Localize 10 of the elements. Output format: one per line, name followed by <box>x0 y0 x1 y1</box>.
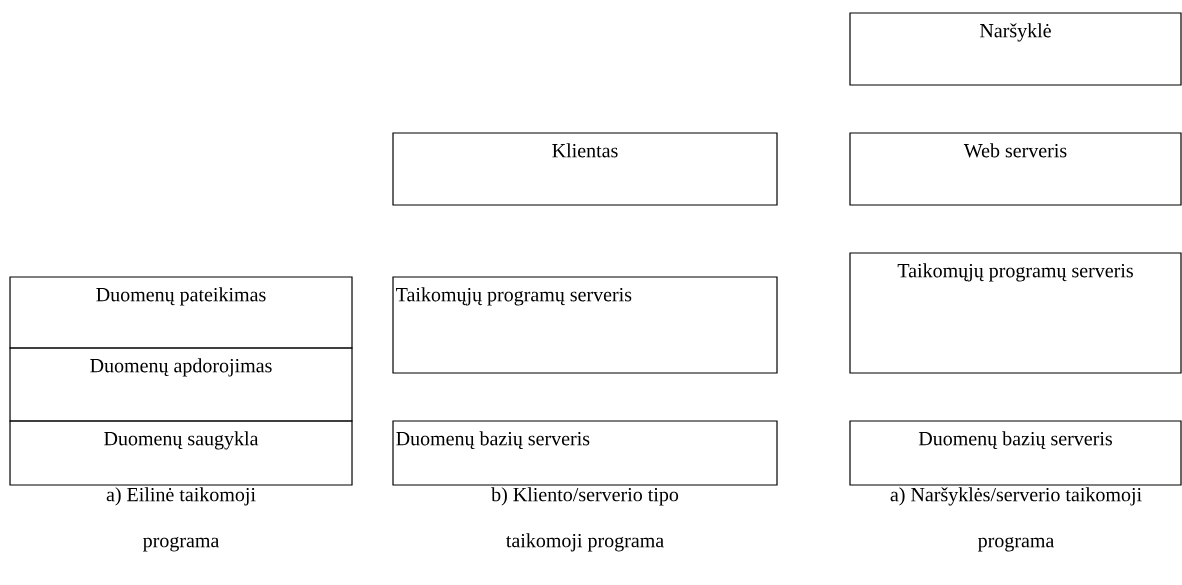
layer-box: Klientas <box>392 132 778 206</box>
layer-box: Duomenų bazių serveris <box>392 420 778 486</box>
layer-box: Duomenų pateikimas <box>9 276 353 349</box>
layer-box: Naršyklė <box>849 12 1182 86</box>
layer-box: Duomenų bazių serveris <box>849 420 1182 486</box>
layer-box: Taikomųjų programų serveris <box>392 276 778 374</box>
layer-box: Duomenų saugykla <box>9 420 353 486</box>
layer-box: Taikomųjų programų serveris <box>849 252 1182 374</box>
layer-box: Duomenų apdorojimas <box>9 347 353 422</box>
layer-box: Web serveris <box>849 132 1182 206</box>
